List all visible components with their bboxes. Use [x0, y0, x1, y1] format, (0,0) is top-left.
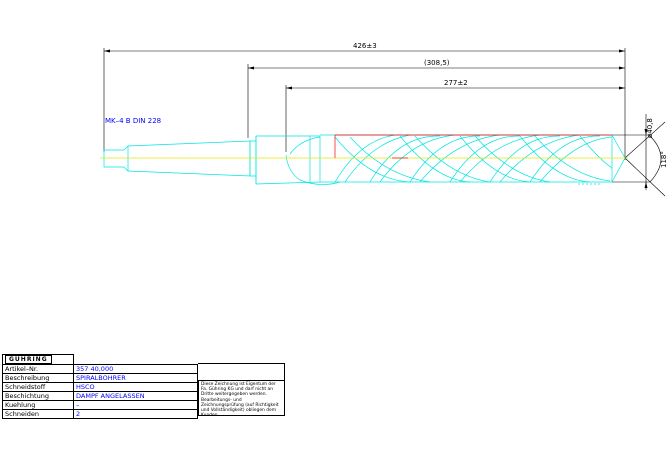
row-value: – [73, 400, 198, 410]
table-row: Artikel–Nr. 357 40,000 [2, 364, 198, 374]
row-label: Kuehlung [2, 400, 74, 410]
overall-length-label: 426±3 [353, 42, 377, 50]
dimension-arrows [104, 49, 648, 188]
row-label: Schneidstoff [2, 382, 74, 392]
row-label: Schneiden [2, 409, 74, 419]
point-angle-label: 118° [660, 151, 668, 168]
drill-outline [103, 134, 626, 185]
dimension-lines [103, 48, 666, 197]
diameter-label: ø40,8 [646, 118, 654, 138]
row-value: HSCO [73, 382, 198, 392]
logo-spacer [74, 355, 198, 365]
title-block: GÜHRING Artikel–Nr. 357 40,000 Beschreib… [2, 354, 198, 419]
table-row: Kuehlung – [2, 400, 198, 410]
table-row: Schneidstoff HSCO [2, 382, 198, 392]
row-value: SPIRALBOHRER [73, 373, 198, 383]
row-label: Artikel–Nr. [2, 364, 74, 374]
table-row: Schneiden 2 [2, 409, 198, 419]
row-value: DAMPF ANGELASSEN [73, 391, 198, 401]
title-block-extension [198, 363, 285, 380]
row-value: 2 [73, 409, 198, 419]
logo-row: GÜHRING [2, 354, 198, 365]
row-value: 357 40,000 [73, 364, 198, 374]
reference-length-label: (308,5) [424, 59, 450, 67]
logo-cell: GÜHRING [2, 354, 74, 365]
flute-length-label: 277±2 [444, 79, 468, 87]
red-accents [334, 134, 612, 159]
title-block-table: GÜHRING Artikel–Nr. 357 40,000 Beschreib… [2, 354, 198, 419]
table-row: Beschichtung DAMPF ANGELASSEN [2, 391, 198, 401]
copyright-notice: Diese Zeichnung ist Eigentum der Fa. Güh… [198, 380, 285, 418]
row-label: Beschreibung [2, 373, 74, 383]
taper-spec-note: MK–4 B DIN 228 [105, 117, 161, 125]
company-logo: GÜHRING [5, 355, 52, 364]
row-label: Beschichtung [2, 391, 74, 401]
table-row: Beschreibung SPIRALBOHRER [2, 373, 198, 383]
